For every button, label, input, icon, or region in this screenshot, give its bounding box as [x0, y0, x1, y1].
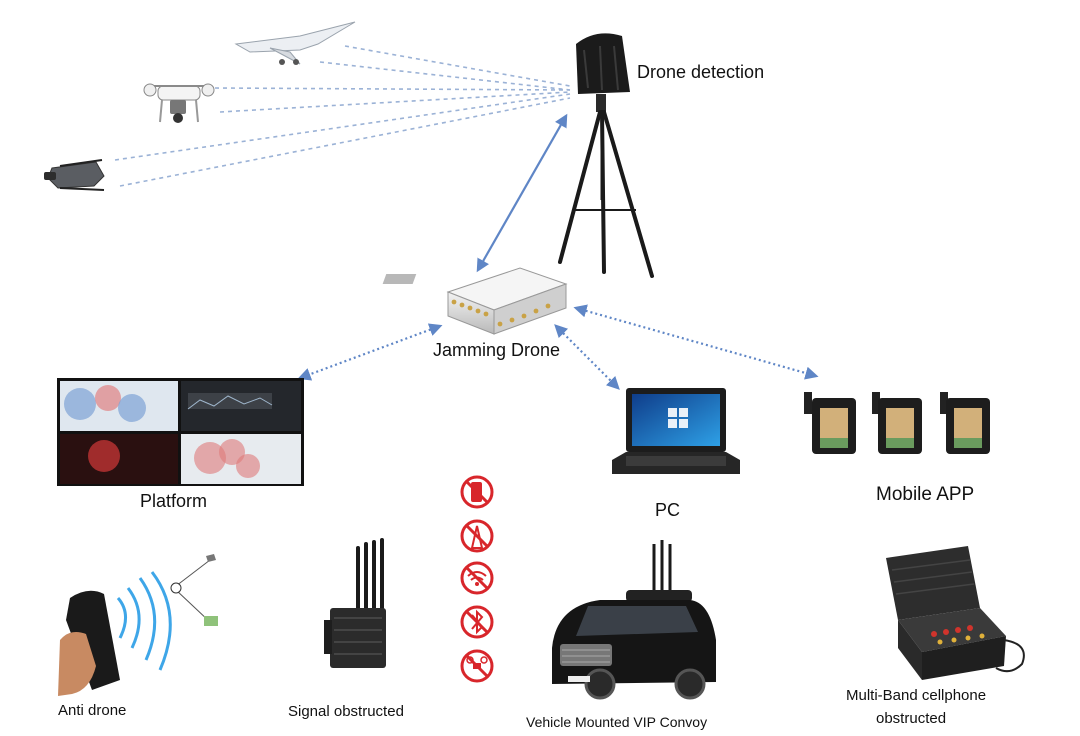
handheld-devices-icon: [804, 392, 990, 454]
rugged-laptop-icon: [612, 388, 740, 474]
multi-band-label-line1: Multi-Band cellphone: [846, 687, 987, 704]
jamming-device-icon: [382, 267, 568, 335]
no-wifi-icon: [460, 561, 494, 595]
portable-jammer-icon: [324, 538, 386, 668]
anti-drone-gun-icon: [58, 554, 218, 696]
vip-convoy-suv-icon: [552, 540, 716, 700]
no-bluetooth-icon: [460, 605, 494, 639]
detection-rays: [114, 45, 571, 187]
drone-detection-label: Drone detection: [637, 62, 765, 82]
folding-drone-icon: [44, 159, 105, 191]
connection-links: [297, 113, 819, 390]
no-signal-tower-icon: [460, 519, 494, 553]
drone-detection-radar-icon: [558, 33, 654, 278]
platform-label: Platform: [140, 491, 208, 511]
jamming-drone-label: Jamming Drone: [433, 340, 561, 360]
multi-band-label-line2: obstructed: [876, 710, 947, 727]
vehicle-convoy-label: Vehicle Mounted VIP Convoy: [526, 714, 708, 730]
no-cellphone-icon: [460, 475, 494, 509]
no-drone-icon: [460, 649, 494, 683]
mobile-app-label: Mobile APP: [876, 484, 975, 505]
multi-band-case-jammer-icon: [886, 546, 1025, 680]
signal-obstructed-label: Signal obstructed: [288, 703, 404, 720]
platform-dashboard-icon: [57, 378, 304, 486]
pc-label: PC: [655, 500, 681, 520]
fixed-wing-drone-icon: [234, 21, 356, 65]
quadcopter-drone-icon: [143, 83, 215, 123]
anti-drone-label: Anti drone: [58, 702, 127, 719]
